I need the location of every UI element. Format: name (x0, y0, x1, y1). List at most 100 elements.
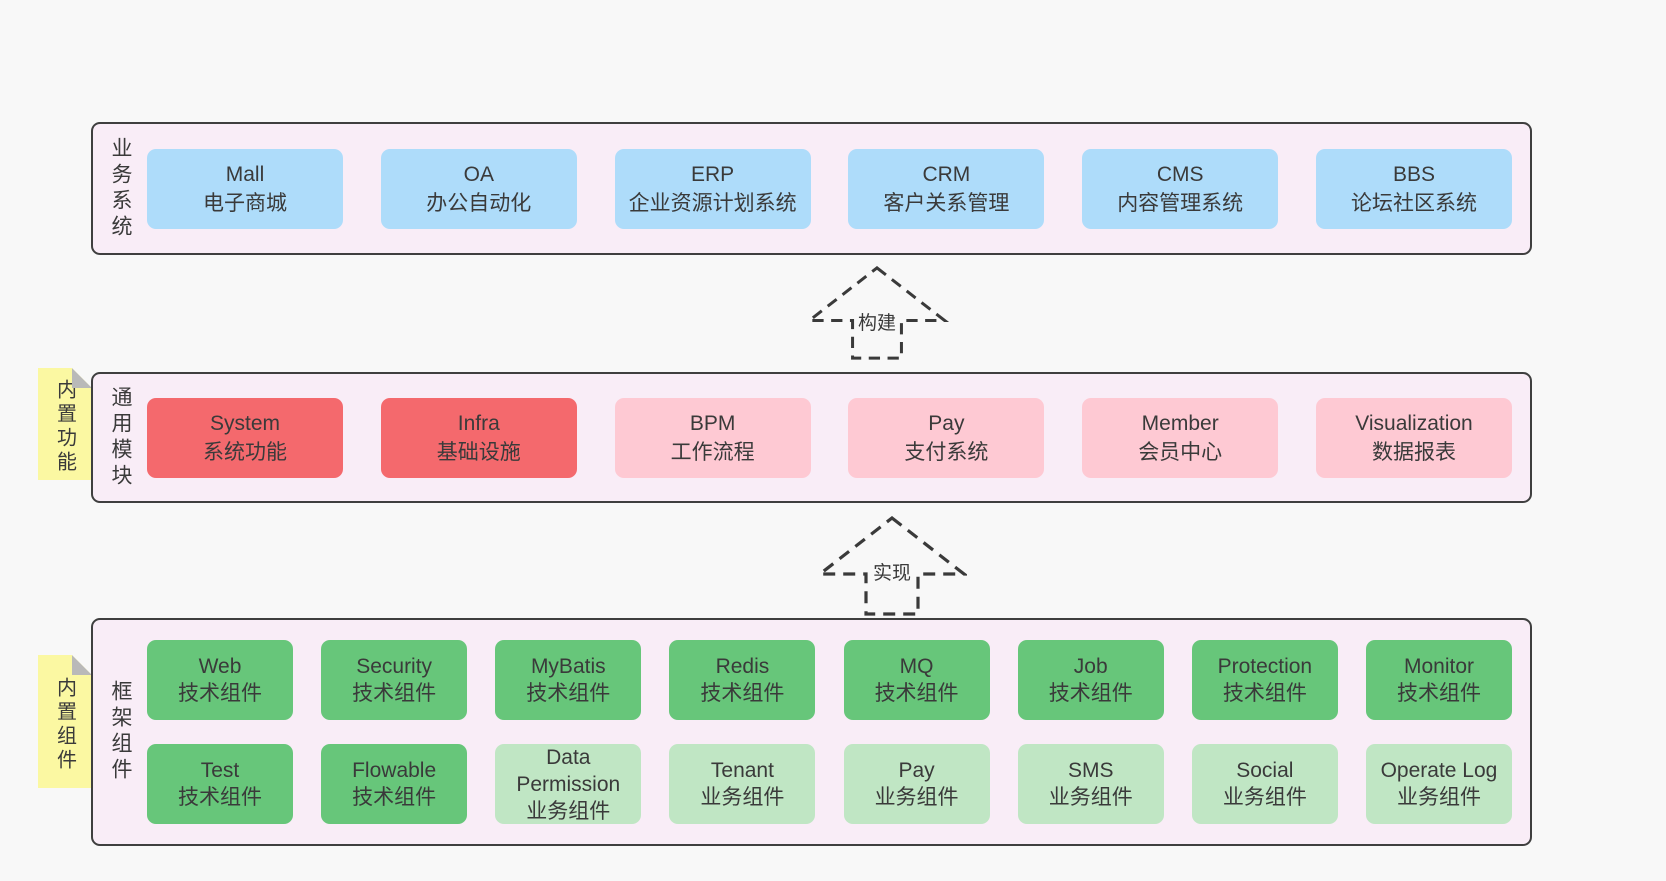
box-subtitle: 技术组件 (700, 682, 785, 705)
box-name: ERP (691, 162, 735, 186)
box-name: Job (1073, 655, 1108, 678)
band-label-framework-components: 框架组件 (109, 680, 132, 784)
box-name: Tenant (710, 759, 774, 782)
box-bpm: BPM 工作流程 (614, 397, 811, 478)
box-subtitle: 数据报表 (1371, 440, 1456, 464)
box-subtitle: 技术组件 (1222, 682, 1307, 705)
box-subtitle: 业务组件 (526, 799, 611, 823)
box-test: Test 技术组件 (147, 744, 293, 824)
box-pay: Pay 支付系统 (848, 397, 1045, 478)
arrow-outline (817, 516, 967, 616)
box-name: Visualization (1355, 411, 1473, 435)
note-text: 内置功能 (53, 379, 76, 475)
box-subtitle: 技术组件 (1396, 682, 1481, 705)
box-name: Infra (457, 411, 500, 435)
note-built-in-features: 内置功能 (38, 368, 92, 480)
box-subtitle: 技术组件 (874, 682, 959, 705)
box-row: Mall 电子商城 OA 办公自动化 ERP 企业资源计划系统 CRM 客户关系管理 CMS 内容… (147, 148, 1512, 229)
box-subtitle: 业务组件 (700, 786, 785, 809)
box-security: Security 技术组件 (321, 640, 468, 720)
box-name: MQ (899, 655, 934, 678)
box-subtitle: 会员中心 (1138, 440, 1223, 464)
box-erp: ERP 企业资源计划系统 (614, 148, 811, 229)
arrow-implement: 实现 (817, 516, 967, 616)
box-operate-log: Operate Log 业务组件 (1365, 744, 1512, 824)
dashed-up-arrow-icon (804, 266, 950, 360)
box-oa: OA 办公自动化 (380, 148, 577, 229)
box-subtitle: 支付系统 (904, 440, 989, 464)
box-name: System (209, 411, 280, 435)
box-subtitle: 办公自动化 (426, 191, 532, 215)
box-name: BBS (1392, 162, 1435, 186)
box-data-permission: Data Permission 业务组件 (495, 744, 642, 824)
box-subtitle: 技术组件 (526, 682, 611, 705)
band-content: Mall 电子商城 OA 办公自动化 ERP 企业资源计划系统 CRM 客户关系管理 CMS 内容… (147, 124, 1530, 253)
folded-corner-icon (72, 655, 92, 675)
box-mall: Mall 电子商城 (147, 148, 343, 229)
box-name: Flowable (352, 759, 437, 782)
box-name: Operate Log (1380, 759, 1498, 782)
box-social: Social 业务组件 (1191, 744, 1338, 824)
box-system: System 系统功能 (147, 397, 343, 478)
box-subtitle: 业务组件 (874, 786, 959, 809)
box-name: Pay (928, 411, 965, 435)
box-name: Data Permission (516, 745, 621, 796)
arrow-build: 构建 (802, 266, 952, 360)
box-name: Test (200, 759, 240, 782)
box-subtitle: 技术组件 (352, 786, 437, 809)
box-subtitle: 内容管理系统 (1117, 191, 1244, 215)
box-pay: Pay 业务组件 (843, 744, 990, 824)
box-name: BPM (689, 411, 736, 435)
box-subtitle: 业务组件 (1222, 786, 1307, 809)
box-name: SMS (1067, 759, 1114, 782)
box-flowable: Flowable 技术组件 (321, 744, 468, 824)
note-text: 内置组件 (53, 676, 76, 773)
arrow-implement-label: 实现 (869, 556, 915, 587)
box-infra: Infra 基础设施 (380, 397, 577, 478)
folded-corner-icon (72, 368, 92, 388)
box-subtitle: 电子商城 (203, 191, 287, 215)
box-name: CMS (1156, 162, 1204, 186)
band-label-business-systems: 业务系统 (109, 136, 132, 241)
box-subtitle: 技术组件 (178, 786, 262, 809)
box-subtitle: 企业资源计划系统 (628, 191, 797, 215)
box-subtitle: 工作流程 (670, 440, 755, 464)
box-tenant: Tenant 业务组件 (669, 744, 816, 824)
box-name: Security (356, 655, 433, 678)
box-sms: SMS 业务组件 (1017, 744, 1164, 824)
box-name: Mall (225, 162, 265, 186)
note-built-in-components: 内置组件 (38, 655, 92, 788)
box-cms: CMS 内容管理系统 (1082, 148, 1279, 229)
box-subtitle: 技术组件 (352, 682, 437, 705)
box-name: CRM (922, 162, 971, 186)
box-name: Pay (898, 759, 935, 782)
box-name: MyBatis (530, 655, 606, 678)
arrow-outline (804, 266, 950, 360)
box-subtitle: 论坛社区系统 (1350, 191, 1477, 215)
box-mq: MQ 技术组件 (843, 640, 990, 720)
box-subtitle: 客户关系管理 (883, 191, 1010, 215)
box-mybatis: MyBatis 技术组件 (495, 640, 642, 720)
box-visualization: Visualization 数据报表 (1315, 397, 1512, 478)
box-subtitle: 基础设施 (436, 440, 521, 464)
box-subtitle: 系统功能 (203, 440, 287, 464)
dashed-up-arrow-icon (817, 516, 967, 616)
box-crm: CRM 客户关系管理 (848, 148, 1045, 229)
band-label-common-modules: 通用模块 (109, 385, 132, 490)
box-subtitle: 业务组件 (1048, 786, 1133, 809)
box-subtitle: 业务组件 (1396, 786, 1481, 809)
band-business-systems: 业务系统 Mall 电子商城 OA 办公自动化 ERP 企业资源计划系统 CRM 客户关系管理… (91, 122, 1532, 255)
box-name: OA (463, 162, 494, 186)
box-name: Social (1236, 759, 1294, 782)
arrow-build-label: 构建 (854, 306, 900, 337)
